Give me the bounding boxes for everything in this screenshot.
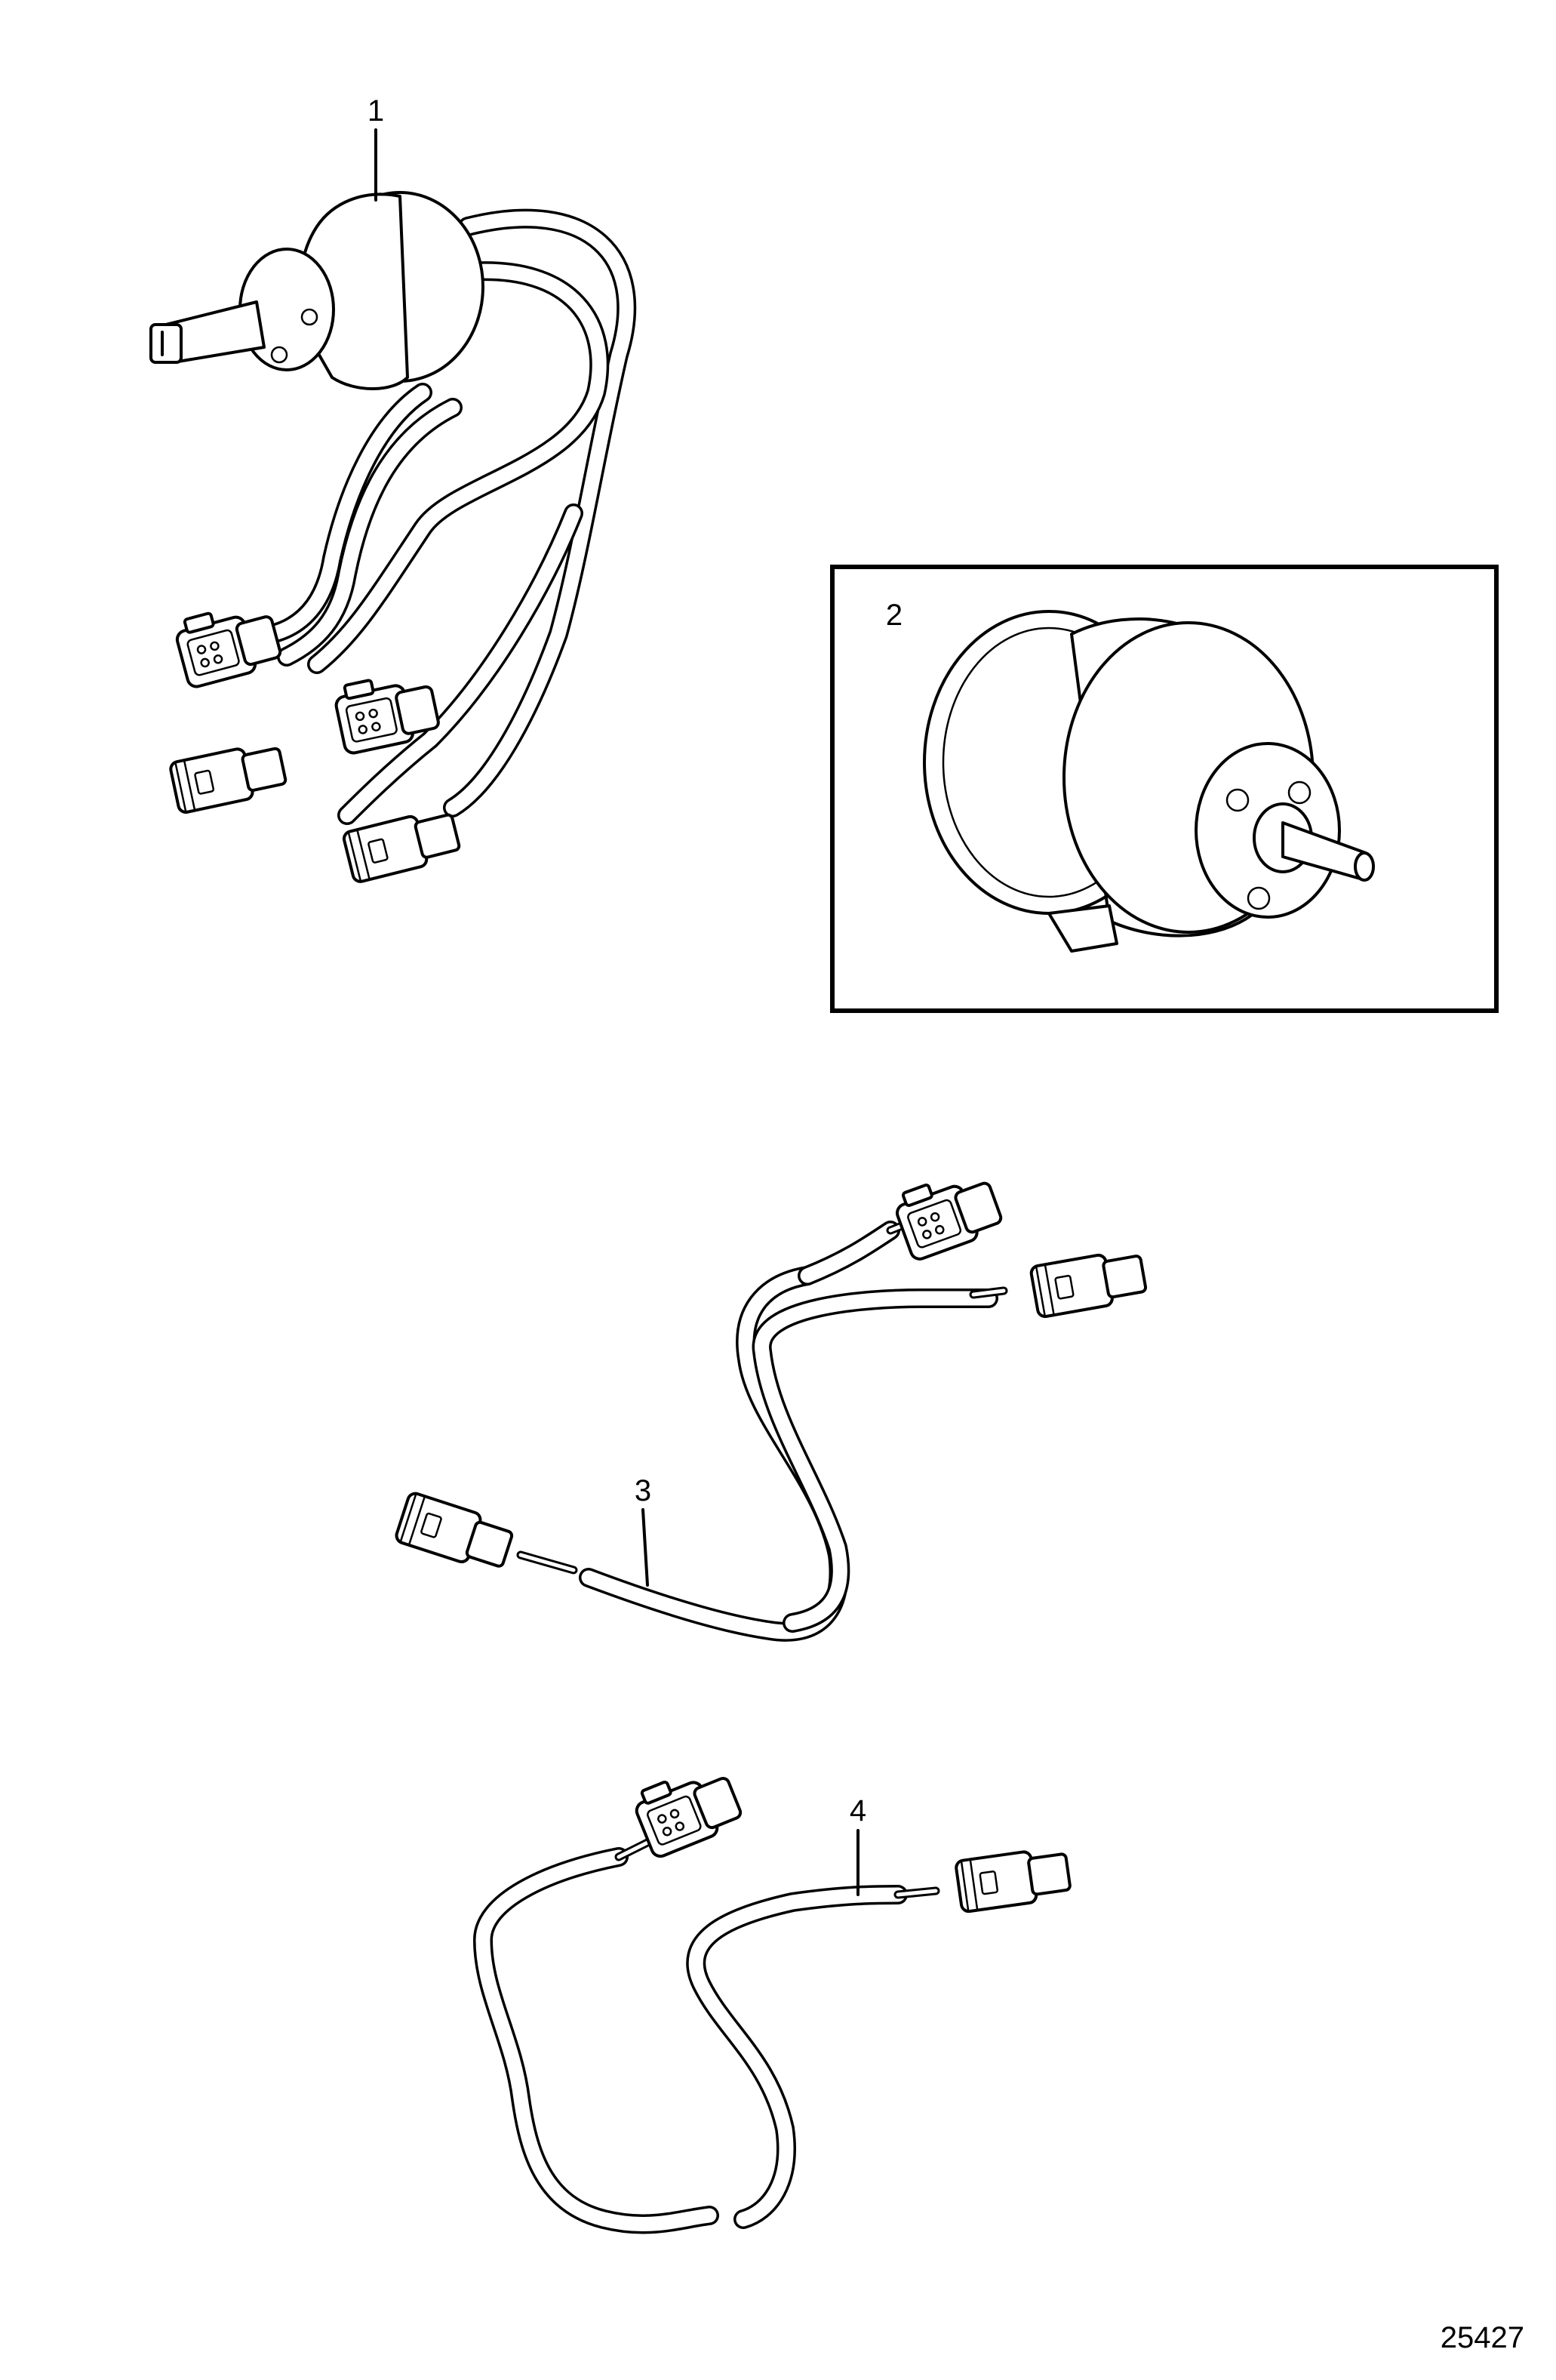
callout-1: 1: [367, 94, 384, 128]
part-4-cables: [473, 1837, 940, 2234]
callout-2: 2: [886, 599, 903, 632]
part-3-y-cable: 3: [392, 1162, 1149, 1642]
figure-number: 25427: [1441, 2321, 1524, 2354]
part-2-frame: [830, 565, 1499, 1013]
callout-3-leader: [641, 1508, 649, 1587]
part-3-cables: [516, 1218, 1008, 1642]
part-1-sensor-body: [149, 191, 484, 390]
part-1-cables: [262, 208, 637, 825]
callout-4: 4: [850, 1794, 866, 1827]
callout-3: 3: [635, 1474, 651, 1507]
part-4-cable: 4: [473, 1758, 1073, 2234]
part-2-gauge: 2: [830, 565, 1499, 1013]
part-1-sensor-harness: 1: [149, 94, 637, 885]
